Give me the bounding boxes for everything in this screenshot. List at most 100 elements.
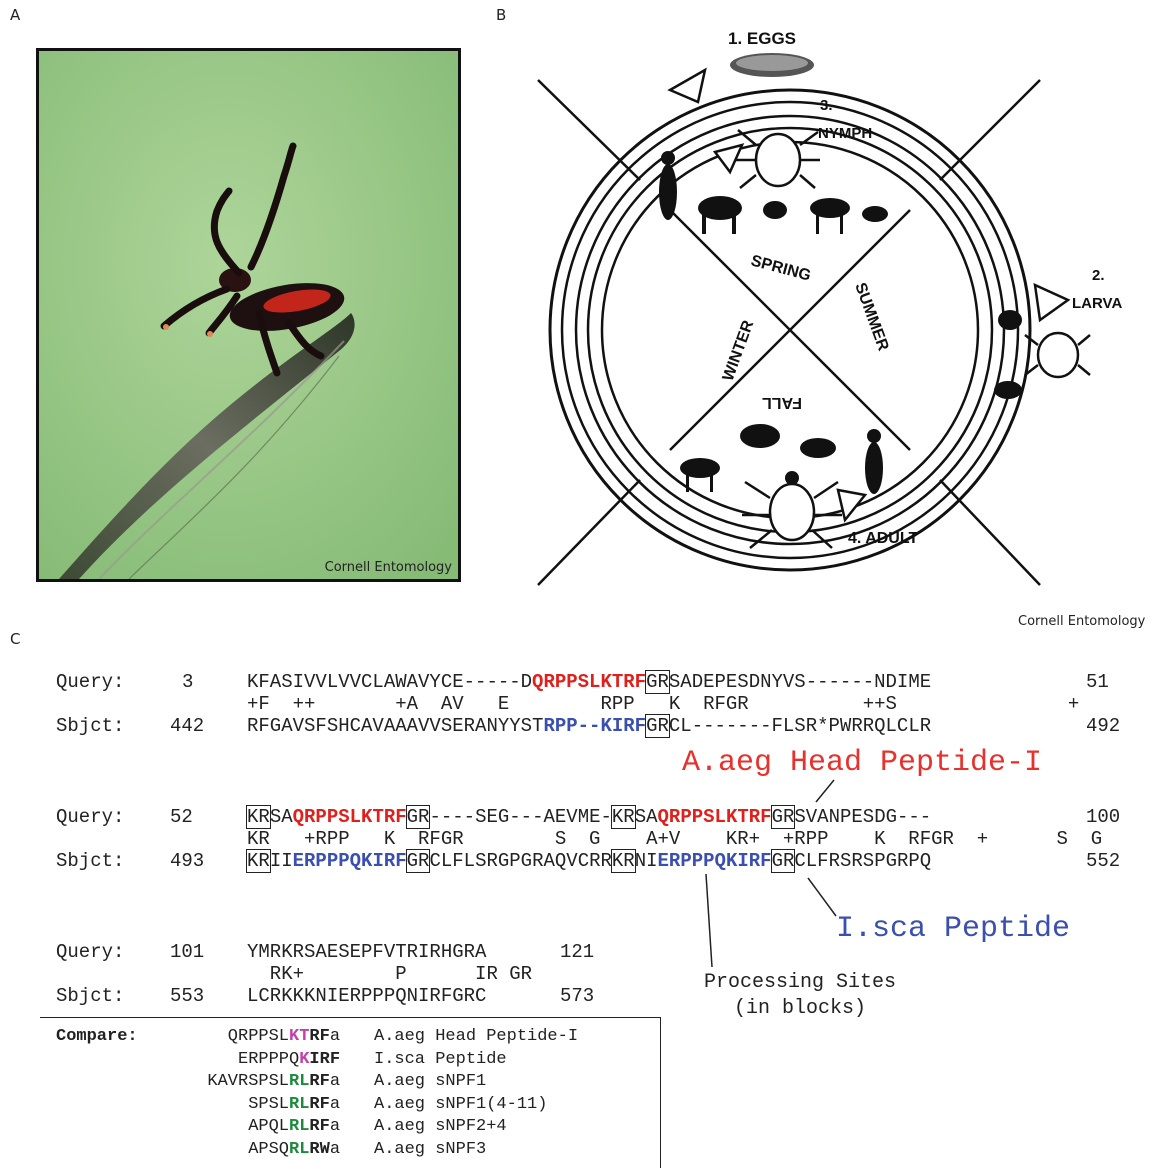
stage-larva-number: 2. xyxy=(1092,267,1105,284)
tick-photo: Cornell Entomology xyxy=(36,48,461,582)
isca-peptide-segment: RPP--KIRF xyxy=(543,715,646,737)
compare-row-seq: APQLRLRFa xyxy=(248,1116,340,1138)
processing-site-box: GR xyxy=(772,850,795,872)
compare-seq-segment: ERPPPQ xyxy=(238,1050,299,1069)
block1-query-seq: KFASIVVLVVCLAWAVYCE-----DQRPPSLKTRFGRSAD… xyxy=(247,671,931,693)
compare-seq-segment: RF xyxy=(309,1072,329,1091)
tick-life-cycle-diagram: 1. EGGS 2. LARVA 3. NYMPH 4. ADULT SPRIN… xyxy=(520,20,1160,600)
seq-segment: RFGAVSFSHCAVAAAVVSERANYYST xyxy=(247,715,543,737)
processing-site-box: GR xyxy=(646,715,669,737)
eggs-cluster xyxy=(730,53,814,77)
compare-seq-segment: RF xyxy=(309,1095,329,1114)
panel-c-letter: C xyxy=(10,630,20,648)
compare-row-seq: KAVRSPSLRLRFa xyxy=(207,1071,340,1093)
compare-row-name: A.aeg sNPF3 xyxy=(374,1139,486,1161)
compare-row-seq: ERPPPQKIRF xyxy=(238,1049,340,1071)
seq-segment: CLFRSRSPGRPQ xyxy=(794,850,931,872)
block3-sbjct-start: 553 xyxy=(170,985,204,1007)
head-peptide-pointer xyxy=(812,778,842,804)
panel-b-letter: B xyxy=(496,6,506,24)
seq-segment: CL-------FLSR*PWRRQLCLR xyxy=(669,715,931,737)
isca-peptide-label: I.sca Peptide xyxy=(836,912,1070,946)
block3-sbjct-seq: LCRKKKNIERPPPQNIRFGRC xyxy=(247,985,486,1007)
diagram-credit: Cornell Entomology xyxy=(1018,614,1145,629)
head-peptide-segment: QRPPSLKTRF xyxy=(532,671,646,693)
block1-query-start: 3 xyxy=(182,671,193,693)
block1-sbjct-label: Sbjct: xyxy=(56,715,124,737)
block2-middle-row: KR +RPP K RFGR S G A+V KR+ +RPP K RFGR +… xyxy=(247,828,1102,850)
compare-seq-segment: a xyxy=(330,1072,340,1091)
seq-segment: SADEPESDNYVS------NDIME xyxy=(669,671,931,693)
block3-sbjct-end: 573 xyxy=(560,985,594,1007)
seq-segment: ----SEG---AEVME- xyxy=(429,806,611,828)
season-spring: SPRING xyxy=(749,252,813,284)
seq-segment: KFASIVVLVVCLAWAVYCE-----D xyxy=(247,671,532,693)
block2-sbjct-label: Sbjct: xyxy=(56,850,124,872)
compare-row-seq: APSQRLRWa xyxy=(248,1139,340,1161)
stage-eggs: 1. EGGS xyxy=(728,29,796,48)
compare-row-name: I.sca Peptide xyxy=(374,1049,507,1071)
compare-seq-segment: RL xyxy=(289,1117,309,1136)
block1-sbjct-start: 442 xyxy=(170,715,204,737)
compare-seq-segment: SPSL xyxy=(248,1095,289,1114)
stage-adult: 4. ADULT xyxy=(848,530,918,547)
compare-seq-segment: KAVRSPSL xyxy=(207,1072,289,1091)
processing-site-box: GR xyxy=(407,850,430,872)
compare-row-seq: QRPPSLKTRFa xyxy=(228,1026,340,1048)
compare-seq-segment: RF xyxy=(309,1117,329,1136)
fall-hosts xyxy=(680,424,883,494)
processing-sites-line2: (in blocks) xyxy=(704,996,896,1022)
processing-site-box: KR xyxy=(247,806,270,828)
seq-segment: CLFLSRGPGRAQVCRR xyxy=(429,850,611,872)
processing-site-box: KR xyxy=(612,806,635,828)
processing-site-box: GR xyxy=(772,806,795,828)
compare-row-seq: SPSLRLRFa xyxy=(248,1094,340,1116)
season-summer: SUMMER xyxy=(851,281,891,354)
compare-seq-segment: IRF xyxy=(309,1050,340,1069)
tick-on-leaf-image xyxy=(39,51,458,579)
diagonal-line-ne xyxy=(940,80,1040,180)
compare-row-name: A.aeg Head Peptide-I xyxy=(374,1026,578,1048)
seq-segment: II xyxy=(270,850,293,872)
block3-query-seq: YMRKRSAESEPFVTRIRHGRA xyxy=(247,941,486,963)
block1-query-row: Query: xyxy=(56,671,124,693)
block3-sbjct-label: Sbjct: xyxy=(56,985,124,1007)
head-peptide-segment: QRPPSLKTRF xyxy=(658,806,772,828)
block1-query-end: 51 xyxy=(1086,671,1109,693)
block3-query-label: Query: xyxy=(56,941,124,963)
seq-segment: NI xyxy=(635,850,658,872)
block2-query-label: Query: xyxy=(56,806,124,828)
stage-larva: LARVA xyxy=(1072,295,1122,312)
block3-middle-row: RK+ P IR GR xyxy=(247,963,532,985)
stage-nymph-number: 3. xyxy=(820,97,833,114)
stage-nymph: NYMPH xyxy=(818,125,872,142)
processing-site-box: GR xyxy=(646,671,669,693)
processing-site-box: KR xyxy=(612,850,635,872)
head-peptide-segment: QRPPSLKTRF xyxy=(293,806,407,828)
compare-seq-segment: RL xyxy=(289,1140,309,1159)
compare-row-name: A.aeg sNPF1(4-11) xyxy=(374,1094,547,1116)
compare-seq-segment: a xyxy=(330,1095,340,1114)
panel-a-letter: A xyxy=(10,6,20,24)
compare-seq-segment: KT xyxy=(289,1027,309,1046)
photo-credit: Cornell Entomology xyxy=(325,560,452,575)
processing-site-pointers xyxy=(690,872,840,972)
diagonal-line-nw xyxy=(538,80,640,180)
compare-title: Compare: xyxy=(56,1026,138,1048)
block1-sbjct-end: 492 xyxy=(1086,715,1120,737)
isca-peptide-segment: ERPPPQKIRF xyxy=(293,850,407,872)
processing-sites-label: Processing Sites(in blocks) xyxy=(704,970,896,1022)
block2-query-end: 100 xyxy=(1086,806,1120,828)
compare-seq-segment: a xyxy=(330,1140,340,1159)
nymph-tick-icon xyxy=(735,130,820,188)
compare-seq-segment: a xyxy=(330,1117,340,1136)
compare-row-name: A.aeg sNPF1 xyxy=(374,1071,486,1093)
arrow-to-eggs xyxy=(670,70,705,102)
compare-seq-segment: QRPPSL xyxy=(228,1027,289,1046)
arrow-to-nymph xyxy=(715,145,742,172)
block2-sbjct-end: 552 xyxy=(1086,850,1120,872)
compare-seq-segment: APQL xyxy=(248,1117,289,1136)
compare-seq-segment: RW xyxy=(309,1140,329,1159)
diagonal-line-sw xyxy=(538,480,640,585)
isca-peptide-segment: ERPPPQKIRF xyxy=(658,850,772,872)
